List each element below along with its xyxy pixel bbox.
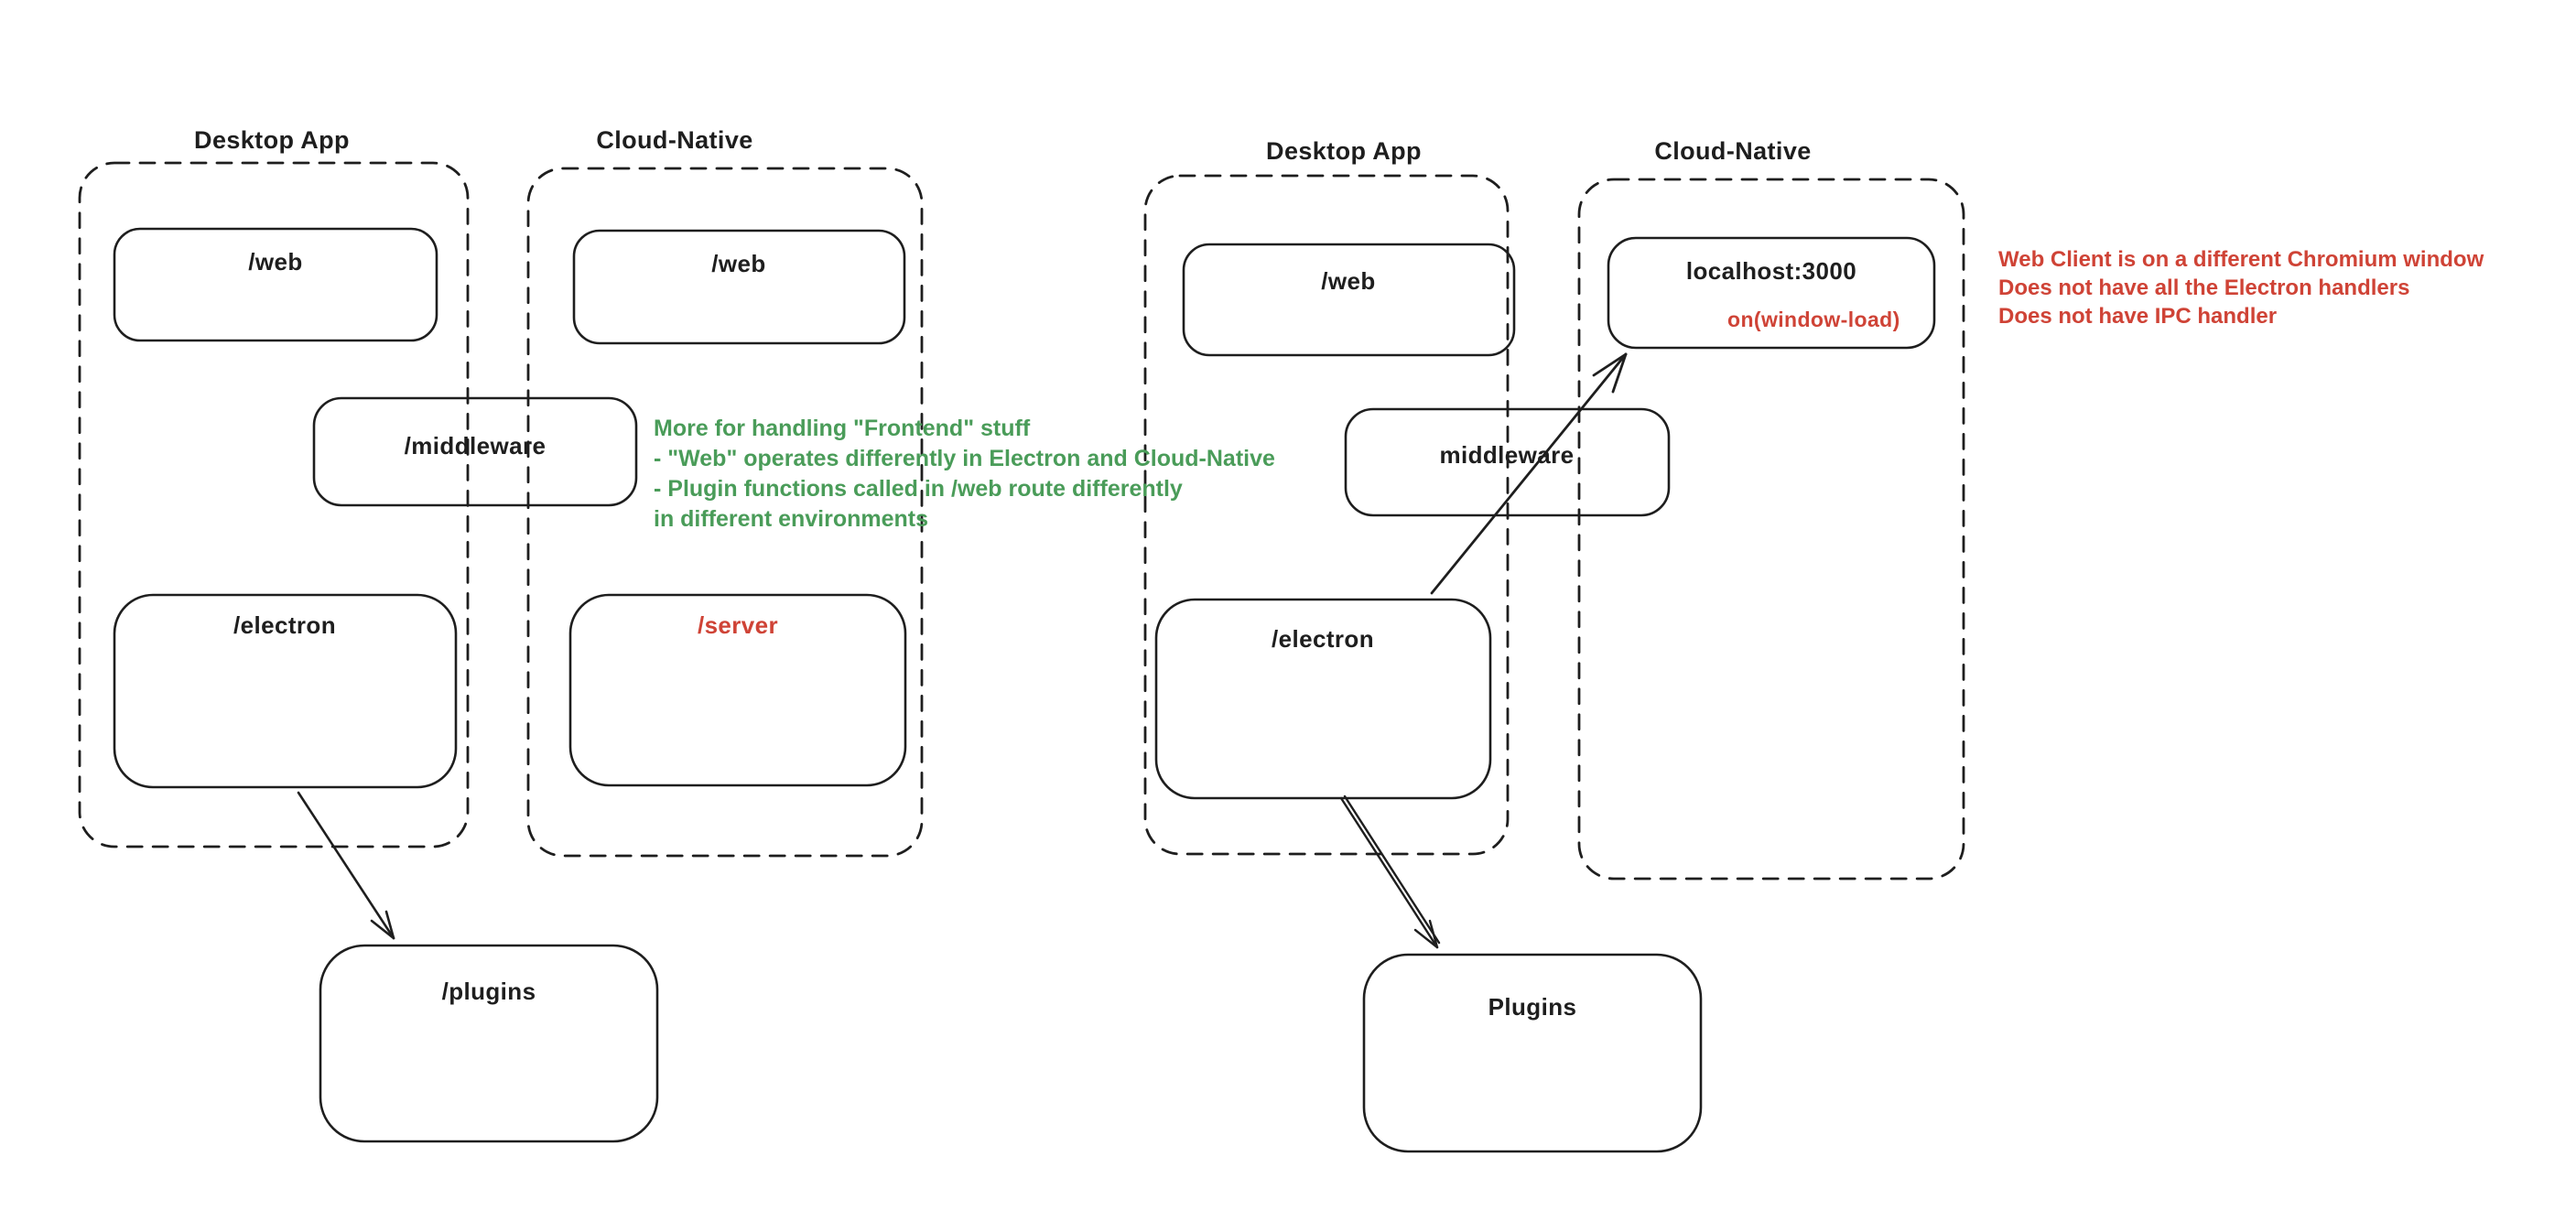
box-sublabel-on-window-load: on(window-load) (1727, 308, 1900, 331)
container-cloud-native-left (526, 167, 924, 858)
box-plugins-right (1362, 953, 1703, 1153)
box-middleware-right (1344, 407, 1671, 517)
green-note-line-2: - "Web" operates differently in Electron… (654, 446, 1275, 471)
green-note-line-1: More for handling "Frontend" stuff (654, 416, 1031, 441)
box-web-right-desktop (1182, 243, 1516, 357)
group-title-cloud-native-right: Cloud-Native (1654, 137, 1812, 165)
box-label-middleware-right: middleware (1439, 441, 1575, 469)
group-title-cloud-native-left: Cloud-Native (596, 126, 753, 154)
box-label-plugins-right: Plugins (1488, 993, 1577, 1021)
red-annotation-note: Web Client is on a different Chromium wi… (1998, 245, 2484, 330)
group-title-desktop-app-left: Desktop App (194, 126, 350, 154)
box-server-left (568, 593, 907, 787)
box-localhost-3000 (1607, 236, 1936, 350)
box-web-left-desktop (113, 227, 438, 342)
box-electron-right (1154, 598, 1492, 800)
green-note-line-3: - Plugin functions called in /web route … (654, 476, 1183, 502)
box-label-electron-left: /electron (233, 611, 336, 639)
box-label-plugins-left: /plugins (441, 978, 536, 1005)
green-note-line-4: in different environments (654, 506, 929, 532)
red-note-line-2: Does not have all the Electron handlers (1998, 276, 2410, 300)
box-plugins-left (319, 944, 659, 1143)
arrow-electron-to-localhost-right (1430, 352, 1628, 595)
arrow-electron-to-plugins-right (1339, 794, 1441, 949)
box-label-web-right-desktop: /web (1321, 267, 1376, 295)
arrow-electron-to-plugins-left (297, 791, 395, 940)
box-label-server-left: /server (697, 611, 779, 639)
box-label-electron-right: /electron (1272, 625, 1374, 653)
box-middleware-left (312, 396, 638, 507)
box-web-left-cloud (572, 229, 906, 345)
group-title-desktop-app-right: Desktop App (1266, 137, 1422, 165)
red-note-line-1: Web Client is on a different Chromium wi… (1998, 247, 2484, 272)
container-cloud-native-right (1577, 178, 1965, 881)
box-label-web-left-desktop: /web (248, 248, 303, 276)
box-label-web-left-cloud: /web (711, 250, 766, 277)
box-electron-left (113, 593, 458, 789)
box-label-middleware-left: /middleware (404, 432, 547, 459)
box-label-localhost-3000: localhost:3000 (1685, 257, 1857, 285)
red-note-line-3: Does not have IPC handler (1998, 304, 2278, 329)
green-annotation-note: More for handling "Frontend" stuff - "We… (654, 414, 1275, 535)
